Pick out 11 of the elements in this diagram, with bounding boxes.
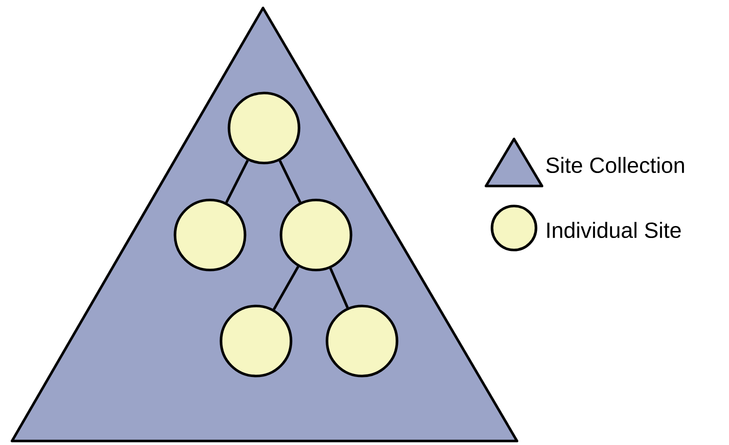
connector-line bbox=[278, 160, 302, 203]
site-circle bbox=[326, 304, 398, 378]
legend-text: Individual Site bbox=[547, 222, 681, 238]
connector-line bbox=[225, 160, 249, 204]
connector-line bbox=[329, 268, 349, 308]
legend-text: Site Collection bbox=[546, 156, 684, 174]
site-circle bbox=[220, 304, 292, 378]
site-circle bbox=[228, 92, 300, 164]
site-circle bbox=[280, 198, 352, 272]
connector-line bbox=[272, 266, 300, 310]
site-circle bbox=[174, 198, 246, 272]
